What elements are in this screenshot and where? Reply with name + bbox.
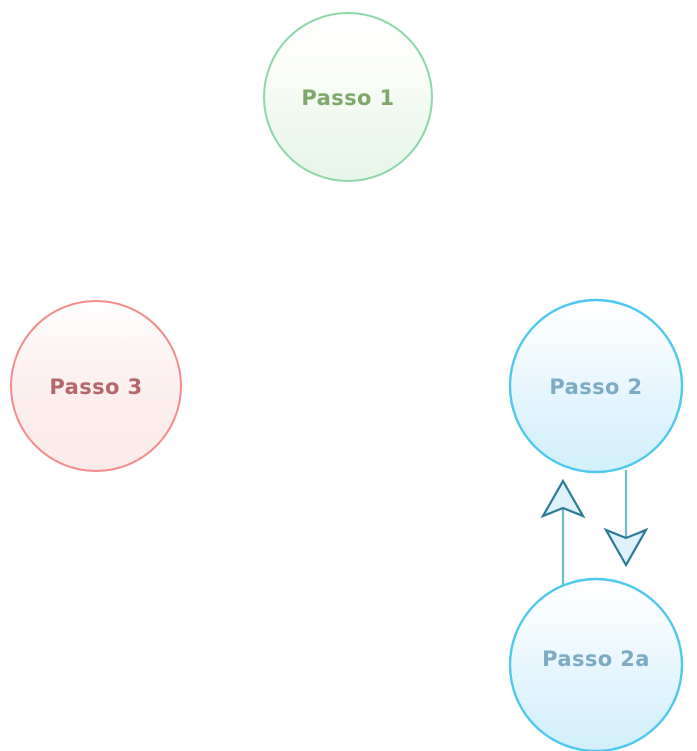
- edge-group: [540, 470, 649, 598]
- node-passo1-label: Passo 1: [301, 86, 394, 110]
- arrowhead-down-icon: [603, 527, 649, 568]
- edge-passo2a-to-passo2[interactable]: [540, 478, 586, 598]
- node-passo2a-circle: [508, 577, 684, 751]
- edge-passo2-to-passo2a[interactable]: [603, 470, 649, 568]
- node-passo3[interactable]: Passo 3: [10, 300, 182, 472]
- node-passo2-label: Passo 2: [549, 375, 642, 399]
- node-passo3-circle: [10, 300, 182, 472]
- node-passo1[interactable]: Passo 1: [263, 12, 433, 182]
- node-passo2-circle: [508, 298, 684, 474]
- arrowhead-up-icon: [540, 478, 586, 519]
- node-passo2[interactable]: Passo 2: [508, 298, 684, 474]
- node-passo3-label: Passo 3: [49, 375, 142, 399]
- node-passo1-circle: [263, 12, 433, 182]
- node-passo2a[interactable]: Passo 2a: [508, 577, 684, 751]
- node-passo2a-label: Passo 2a: [542, 647, 650, 671]
- node-group: Passo 1 Passo 3 Passo 2 Passo 2a: [10, 12, 684, 751]
